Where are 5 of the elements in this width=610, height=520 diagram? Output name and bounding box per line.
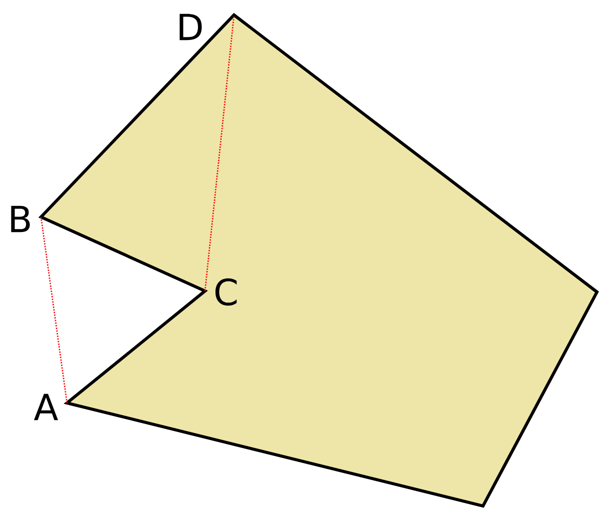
vertex-label: B — [11, 206, 30, 232]
vertex-label: D — [180, 14, 202, 40]
vertex-label: C — [215, 278, 237, 306]
dotted-line — [40, 216, 68, 404]
vertex-label: A — [34, 394, 58, 420]
